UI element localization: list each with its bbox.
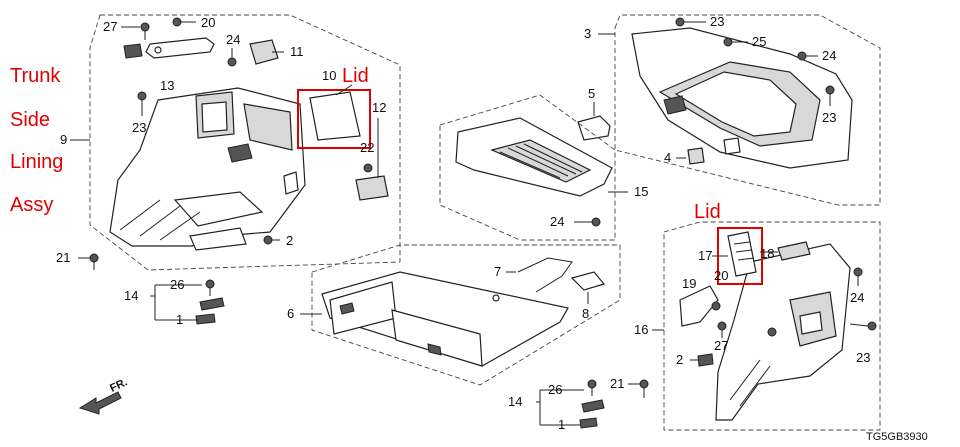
rear-sill-garnish (455, 117, 613, 197)
callout-26-left: 26 (170, 277, 184, 292)
callout-27-left: 27 (103, 19, 117, 34)
callout-11: 11 (290, 44, 304, 59)
left-side-lining (109, 87, 306, 251)
inner-handle (577, 115, 611, 141)
callout-23-right: 23 (856, 350, 870, 365)
assembly-title: Trunk Side Lining Assy (10, 65, 63, 216)
callout-13: 13 (160, 78, 174, 93)
lid-label-right: Lid (694, 201, 721, 223)
callout-9: 9 (60, 132, 67, 147)
callout-14-left: 14 (124, 288, 138, 303)
clip-8 (570, 271, 606, 291)
callout-1-left: 1 (176, 312, 183, 327)
cap-part (249, 39, 279, 65)
callout-27-right: 27 (714, 338, 728, 353)
diagram-code: TG5GB3930 (866, 431, 928, 443)
right-upper-panel-boundary (614, 14, 881, 206)
callout-24-right: 24 (850, 290, 864, 305)
callout-15: 15 (634, 184, 648, 199)
right-lower-leaders (536, 251, 778, 426)
right-lower-panel-boundary (663, 221, 881, 431)
lid-panel-right-ribs (733, 241, 755, 261)
callout-2-right: 2 (676, 352, 683, 367)
title-line-2: Side (10, 109, 50, 131)
floor-lid (321, 271, 569, 367)
screw-24-mid (591, 217, 601, 227)
callout-20-right: 20 (714, 268, 728, 283)
callout-14-right: 14 (508, 394, 522, 409)
lid-panel-right (727, 231, 757, 277)
arrow-left-icon (78, 391, 122, 415)
callout-8: 8 (582, 306, 589, 321)
callout-24-door: 24 (822, 48, 836, 63)
left-leaders (70, 26, 379, 321)
callout-7: 7 (494, 264, 501, 279)
lower-center-panel-boundary (311, 244, 621, 386)
callout-20-left: 20 (201, 15, 215, 30)
callout-19: 19 (682, 276, 696, 291)
callout-4: 4 (664, 150, 671, 165)
callout-24-left: 24 (226, 32, 240, 47)
callout-10: 10 (322, 68, 336, 83)
callout-1-right: 1 (558, 417, 565, 432)
lid-panel-left (309, 91, 361, 141)
callout-23-door-right: 23 (822, 110, 836, 125)
callout-22: 22 (360, 140, 374, 155)
left-panel-boundary (89, 14, 401, 271)
support-wire (517, 257, 573, 293)
lid-highlight-left (297, 89, 371, 149)
callout-6: 6 (287, 306, 294, 321)
left-fasteners (89, 17, 373, 325)
rear-door-lining (631, 27, 853, 169)
title-line-3: Lining (10, 151, 63, 173)
callout-2-left: 2 (286, 233, 293, 248)
title-line-4: Assy (10, 194, 53, 216)
callout-5: 5 (588, 86, 595, 101)
callout-21-left: 21 (56, 250, 70, 265)
callout-17: 17 (698, 248, 712, 263)
middle-panel-boundary (439, 94, 616, 241)
callout-12: 12 (372, 100, 386, 115)
callout-24-mid: 24 (550, 214, 564, 229)
bracket-19 (679, 285, 719, 327)
right-side-lining (715, 243, 851, 421)
callout-21-right: 21 (610, 376, 624, 391)
callout-16: 16 (634, 322, 648, 337)
title-line-1: Trunk (10, 65, 61, 87)
lid-label-left: Lid (342, 65, 369, 87)
direction-label: FR. (108, 376, 129, 394)
right-upper-fasteners (598, 17, 835, 159)
callout-3: 3 (584, 26, 591, 41)
callout-23-left: 23 (132, 120, 146, 135)
cap-4 (687, 147, 705, 165)
callout-18: 18 (760, 246, 774, 261)
front-direction-indicator: FR. (78, 376, 129, 415)
callout-23-door-top: 23 (710, 14, 724, 29)
callout-26-right: 26 (548, 382, 562, 397)
grab-handle (123, 37, 215, 59)
callout-25: 25 (752, 34, 766, 49)
right-lower-fasteners (579, 267, 877, 429)
small-lid-part (355, 175, 389, 201)
part-18 (777, 241, 811, 261)
